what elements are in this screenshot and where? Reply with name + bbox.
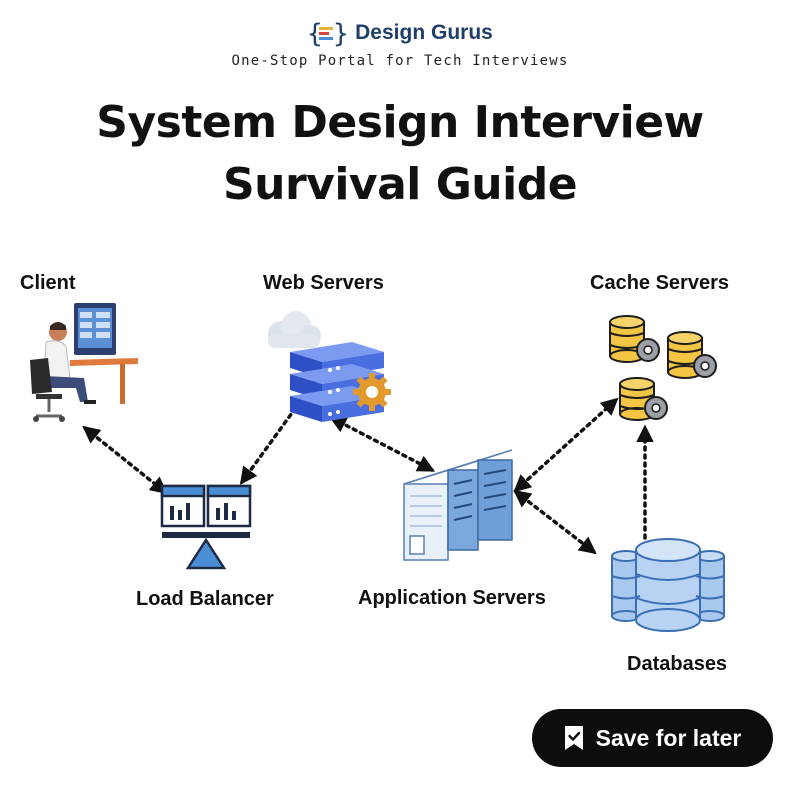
title-line-1: System Design Interview (96, 97, 704, 148)
label-databases: Databases (627, 653, 728, 675)
databases-icon (611, 538, 725, 632)
label-cache-servers: Cache Servers (590, 272, 729, 294)
bookmark-icon (564, 726, 583, 750)
label-web-servers: Web Servers (263, 272, 384, 294)
application-servers-icon (403, 449, 513, 561)
load-balancer-icon (160, 484, 252, 570)
brand-logo-icon: { } (307, 19, 347, 48)
label-load-balancer: Load Balancer (136, 588, 274, 610)
save-for-later-button[interactable]: Save for later (532, 709, 773, 767)
tagline: One-Stop Portal for Tech Interviews (231, 53, 569, 69)
cloud-icon (268, 311, 321, 348)
title-line-2: Survival Guide (222, 159, 578, 210)
svg-text:}: } (333, 19, 347, 48)
label-application-servers: Application Servers (358, 587, 546, 609)
brand-header: { } Design Gurus (0, 18, 800, 48)
client-workstation-icon (30, 303, 138, 422)
arrow-appservers-databases (513, 489, 597, 555)
gear-icon (353, 373, 391, 411)
cache-servers-icon (609, 315, 717, 421)
arrow-webservers-appservers (328, 416, 436, 472)
cache-db-1 (609, 315, 660, 363)
arrow-appservers-cache (513, 397, 619, 493)
label-client: Client (20, 272, 76, 294)
save-button-label: Save for later (595, 724, 742, 751)
brand-name: Design Gurus (355, 21, 493, 44)
web-servers-icon (268, 311, 391, 422)
arrow-client-loadbalancer (82, 425, 168, 495)
cache-db-2 (667, 331, 717, 379)
page-title: System Design Interview Survival Guide (0, 92, 800, 216)
svg-text:{: { (307, 19, 323, 48)
cache-db-3 (619, 377, 668, 421)
